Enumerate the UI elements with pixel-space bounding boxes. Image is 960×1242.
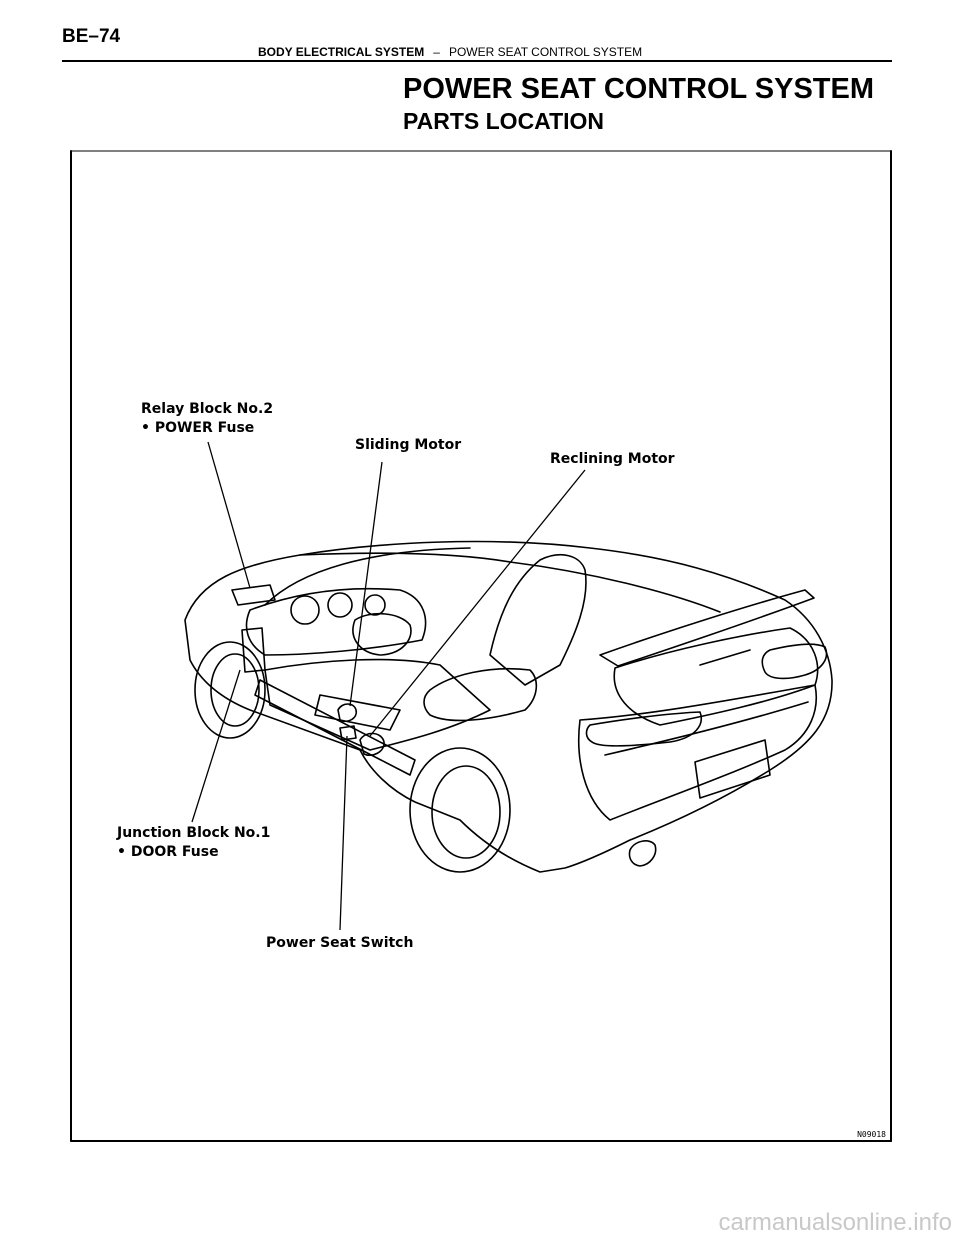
page-subtitle: PARTS LOCATION: [403, 108, 605, 134]
callout-door-fuse-label: • DOOR Fuse: [117, 844, 219, 860]
callout-junction-block: Junction Block No.1 • DOOR Fuse: [117, 824, 270, 862]
seat-cushion: [423, 667, 538, 722]
header-rule: [62, 60, 892, 62]
front-wheel-hub: [210, 653, 260, 727]
running-head-separator: –: [433, 45, 440, 59]
running-head-subsection: POWER SEAT CONTROL SYSTEM: [448, 45, 643, 59]
switch-part: [339, 725, 357, 741]
tail-light-right: [761, 643, 828, 680]
sliding-motor-part: [337, 703, 358, 723]
leader-reclining-motor: [369, 469, 586, 737]
dashboard: [245, 587, 427, 656]
license-plate: [694, 739, 771, 799]
leader-power-seat-switch: [339, 735, 348, 931]
rear-wheel-hub: [431, 765, 501, 859]
page-title: POWER SEAT CONTROL SYSTEM: [403, 73, 875, 105]
running-head-section: BODY ELECTRICAL SYSTEM: [258, 45, 425, 59]
rear-face: [577, 684, 817, 821]
leader-junction-block: [191, 669, 241, 823]
parts-location-figure: Relay Block No.2 • POWER Fuse Sliding Mo…: [70, 150, 892, 1142]
seat-back: [489, 554, 587, 686]
exhaust-pipe: [628, 840, 657, 867]
console: [314, 694, 401, 731]
leader-relay-block: [207, 441, 251, 589]
rear-wheel: [409, 747, 511, 873]
tail-light-left: [585, 711, 702, 747]
callout-relay-block: Relay Block No.2 • POWER Fuse: [141, 400, 273, 438]
callout-sliding-motor: Sliding Motor: [355, 437, 462, 453]
reclining-motor-part: [359, 732, 385, 757]
page-number: BE–74: [62, 26, 121, 47]
running-head: BODY ELECTRICAL SYSTEM–POWER SEAT CONTRO…: [258, 45, 642, 59]
rear-spoiler: [599, 589, 815, 667]
watermark: carmanualsonline.info: [718, 1209, 952, 1236]
relay-block: [231, 584, 276, 606]
junction-block: [241, 627, 266, 673]
a-pillar: [264, 547, 471, 606]
callout-junction-block-label: Junction Block No.1: [117, 825, 271, 841]
gauge-left: [290, 595, 320, 625]
trunk-crease: [699, 649, 751, 666]
figure-id: N09018: [857, 1130, 886, 1139]
callout-power-fuse-label: • POWER Fuse: [141, 420, 255, 436]
gauge-center: [327, 592, 353, 618]
rear-crease: [604, 701, 809, 756]
callout-power-seat-switch: Power Seat Switch: [266, 935, 414, 951]
door-sill: [254, 679, 416, 776]
front-wheel: [194, 641, 266, 739]
floor-pan: [264, 658, 491, 751]
leader-sliding-motor: [349, 461, 383, 707]
gauge-right: [364, 594, 386, 616]
callout-reclining-motor: Reclining Motor: [550, 451, 675, 467]
car-body-outline: [184, 540, 833, 873]
rear-deck: [613, 627, 819, 726]
car-illustration: [70, 150, 892, 1142]
callout-relay-block-label: Relay Block No.2: [141, 401, 274, 417]
